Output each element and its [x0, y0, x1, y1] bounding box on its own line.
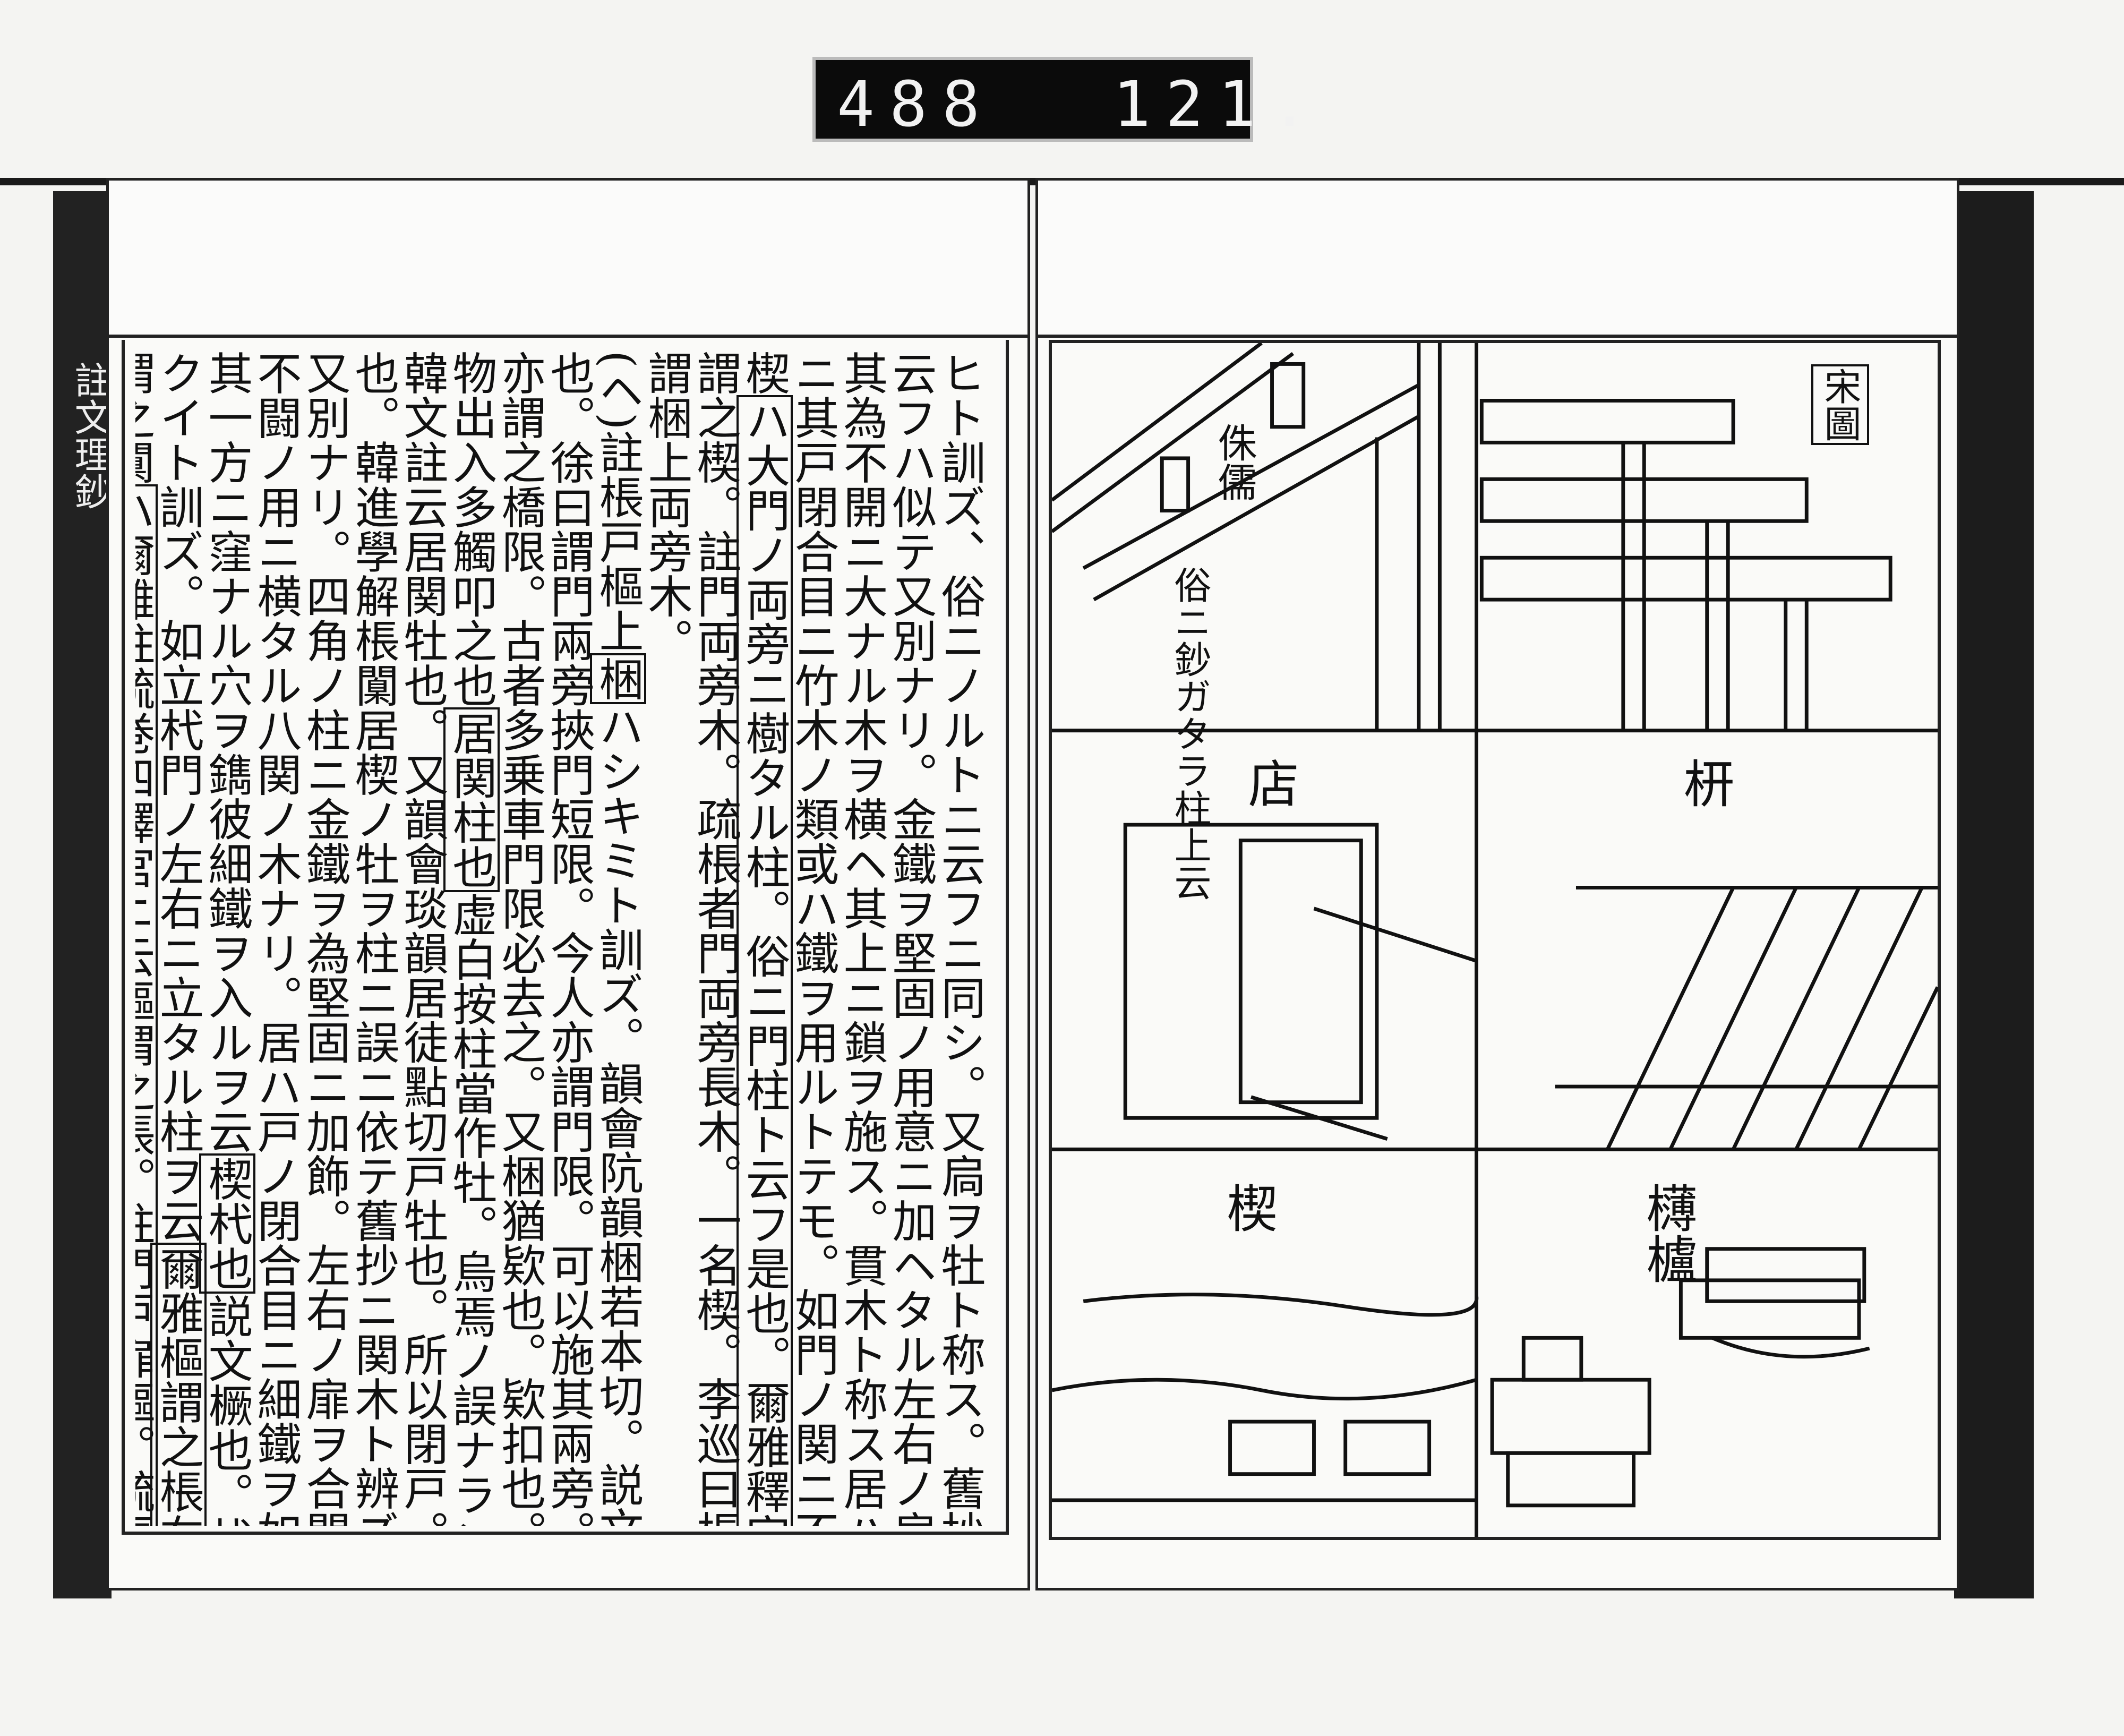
text-column: クイト訓ズ。如立杙門ノ左右ニ立タル柱ヲ云爾雅樞謂之棖在地: [150, 350, 207, 1526]
text-run: ニ其戸閉合目ニ竹木ノ類或ハ鐵ヲ用ルトテモ。如門ノ関ニ不丁寧: [787, 350, 840, 1526]
label-zhuru-note: 俗ニ鈔ガタラ柱上云: [1168, 566, 1212, 901]
text-column: (ヘ)註棖戸樞上梱ハシキミト訓ズ。韻會阬韻梱若本切。説文門橛: [590, 350, 646, 1526]
text-run: 不闘ノ用ニ横タル八関ノ木ナリ。居ハ戸ノ閉合目ニ細鐵ヲ如纔ニ些: [250, 350, 302, 1526]
text-run: 謂之楔。註門両旁木。疏棖者門両旁長木。一名楔。李巡曰棖者: [690, 350, 742, 1526]
text-frame: ヒト訓ズ、俗ニノルトニ云フニ同シ。又扃ヲ牡ト称ス。舊抄ニ関ノ木ト云フハ似テ又別ナ…: [122, 340, 1009, 1535]
boxed-headword: ハ大門ノ両旁ニ樹タル柱。俗ニ門柱ト云フ是也。爾雅釋宮棖: [736, 395, 793, 1526]
lattice-drawing: [1555, 885, 1938, 1150]
text-run: ハシキミト訓ズ。韻會阬韻梱若本切。説文門橛: [592, 704, 644, 1526]
text-run: 也。韓進學解棖闑居楔ノ牡ヲ柱ニ誤ニ依テ舊抄ニ関木ト辨ズ似テ: [348, 350, 400, 1526]
text-run: 物出入多觸叩之也: [446, 350, 498, 707]
text-column: 楔ハ大門ノ両旁ニ樹タル柱。俗ニ門柱ト云フ是也。爾雅釋宮棖: [736, 350, 793, 1526]
text-run: 楔: [739, 350, 791, 395]
boxed-headword: ハ爾雅註疏巻四釋宮ニ云樞謂之棖。註門戸扉樞。疏棖: [135, 484, 158, 1526]
text-column: 謂之闑ハ爾雅註疏巻四釋宮ニ云樞謂之棖。註門戸扉樞。疏棖: [135, 350, 158, 1526]
text-column: 亦謂之橋限。古者多乗車門限必去之。又梱猶欵也。欵扣也。人: [494, 350, 546, 1526]
text-column: 謂梱上両旁木。: [641, 350, 693, 1526]
boxed-headword: 居関柱也: [443, 707, 500, 892]
label-ji: 枅: [1675, 757, 1734, 808]
boxed-headword: 梱: [590, 653, 646, 704]
text-column: 謂之楔。註門両旁木。疏棖者門両旁長木。一名楔。李巡曰棖者: [690, 350, 742, 1526]
text-column: 也。徐曰謂門兩旁挾門短限。今人亦謂門限。可以施其兩旁。故: [543, 350, 595, 1526]
text-column: 又別ナリ。四角ノ柱ニ金鐵ヲ為堅固ニ加飾。左右ノ扉ヲ合闘テ其: [299, 350, 351, 1526]
text-column: 物出入多觸叩之也居関柱也虚白按柱當作牡。烏焉ノ誤ナラン。: [443, 350, 500, 1526]
catalog-number-plate: 488 121.: [812, 57, 1308, 142]
text-column: ヒト訓ズ、俗ニノルトニ云フニ同シ。又扃ヲ牡ト称ス。舊抄ニ関ノ木ト: [934, 350, 984, 1526]
left-book-edge: [53, 191, 112, 1598]
text-column: 云フハ似テ又別ナリ。金鐵ヲ堅固ノ用意ニ加ヘタル左右ノ扉ヲ合セ: [885, 350, 937, 1526]
right-page: 宋圖 侏儒 俗ニ鈔ガタラ柱上云 店 枅 楔 欂櫨: [1035, 178, 1959, 1590]
label-xie: 楔: [1218, 1182, 1278, 1233]
dian-drawing: [1123, 823, 1477, 1141]
right-page-header-margin: [1038, 181, 1957, 338]
label-dian: 店: [1239, 757, 1299, 808]
text-run: 亦謂之橋限。古者多乗車門限必去之。又梱猶欵也。欵扣也。人: [494, 350, 546, 1526]
text-column: 其為不開ニ大ナル木ヲ横ヘ其上ニ鎖ヲ施ス。貫木ト称ス居ハ纔ニ: [836, 350, 888, 1526]
text-column: 韓文註云居関牡也。又韻會琰韻居徒點切戸牡也。所以閉戸。: [397, 350, 449, 1526]
text-run: 云フハ似テ又別ナリ。金鐵ヲ堅固ノ用意ニ加ヘタル左右ノ扉ヲ合セ: [885, 350, 937, 1526]
text-column: 也。韓進學解棖闑居楔ノ牡ヲ柱ニ誤ニ依テ舊抄ニ関木ト辨ズ似テ: [348, 350, 400, 1526]
text-run: ヒト訓ズ、俗ニノルトニ云フニ同シ。又扃ヲ牡ト称ス。舊抄ニ関ノ木ト: [934, 350, 984, 1526]
boxed-headword: 爾雅樞謂之棖在地: [150, 1243, 207, 1526]
right-book-edge: [1954, 191, 2034, 1598]
text-column: 其一方ニ窪ナル穴ヲ鐫彼細鐵ヲ入ルヲ云楔杙也説文橛也。杙ハ: [199, 350, 255, 1526]
text-run: 又別ナリ。四角ノ柱ニ金鐵ヲ為堅固ニ加飾。左右ノ扉ヲ合闘テ其: [299, 350, 351, 1526]
boxed-headword: 楔杙也: [199, 1153, 255, 1294]
label-zhuru: 侏儒: [1211, 423, 1257, 501]
text-run: 也。徐曰謂門兩旁挾門短限。今人亦謂門限。可以施其兩旁。故: [543, 350, 595, 1526]
catalog-number-left: 488: [837, 67, 995, 141]
text-column: ニ其戸閉合目ニ竹木ノ類或ハ鐵ヲ用ルトテモ。如門ノ関ニ不丁寧: [787, 350, 840, 1526]
text-columns: ヒト訓ズ、俗ニノルトニ云フニ同シ。又扃ヲ牡ト称ス。舊抄ニ関ノ木ト云フハ似テ又別ナ…: [135, 350, 984, 1526]
text-run: 謂之闑: [135, 350, 156, 484]
text-run: 謂梱上両旁木。: [641, 350, 693, 663]
text-run: 其為不開ニ大ナル木ヲ横ヘ其上ニ鎖ヲ施ス。貫木ト称ス居ハ纔ニ: [836, 350, 888, 1526]
left-page: ヒト訓ズ、俗ニノルトニ云フニ同シ。又扃ヲ牡ト称ス。舊抄ニ関ノ木ト云フハ似テ又別ナ…: [106, 178, 1030, 1590]
label-bolu: 欂櫨: [1638, 1182, 1697, 1284]
illustration-frame: 宋圖 侏儒 俗ニ鈔ガタラ柱上云 店 枅 楔 欂櫨: [1049, 340, 1941, 1540]
text-run: クイト訓ズ。如立杙門ノ左右ニ立タル柱ヲ云: [152, 350, 204, 1243]
left-page-header-margin: [109, 181, 1027, 338]
architectural-illustration: [1052, 343, 1938, 1537]
text-run: 韓文註云居関牡也。又韻會琰韻居徒點切戸牡也。所以閉戸。: [397, 350, 449, 1526]
margin-title: 註文理鈔: [68, 361, 112, 510]
catalog-number-right: 121.: [1113, 67, 1324, 141]
zhuru-drawing: [1052, 343, 1442, 731]
text-run: 其一方ニ窪ナル穴ヲ鐫彼細鐵ヲ入ルヲ云: [201, 350, 253, 1153]
bolu-drawing: [1490, 1247, 1870, 1508]
text-run: (ヘ)註棖戸樞上: [592, 350, 644, 653]
illustration-caption: 宋圖: [1811, 364, 1869, 445]
text-column: 不闘ノ用ニ横タル八関ノ木ナリ。居ハ戸ノ閉合目ニ細鐵ヲ如纔ニ些: [250, 350, 302, 1526]
ji-drawing: [1479, 399, 1892, 731]
text-run: 説文橛也。杙ハ: [201, 1294, 253, 1526]
text-run: 虚白按柱當作牡。烏焉ノ誤ナラン。: [446, 892, 498, 1526]
xie-drawing: [1052, 1293, 1479, 1502]
